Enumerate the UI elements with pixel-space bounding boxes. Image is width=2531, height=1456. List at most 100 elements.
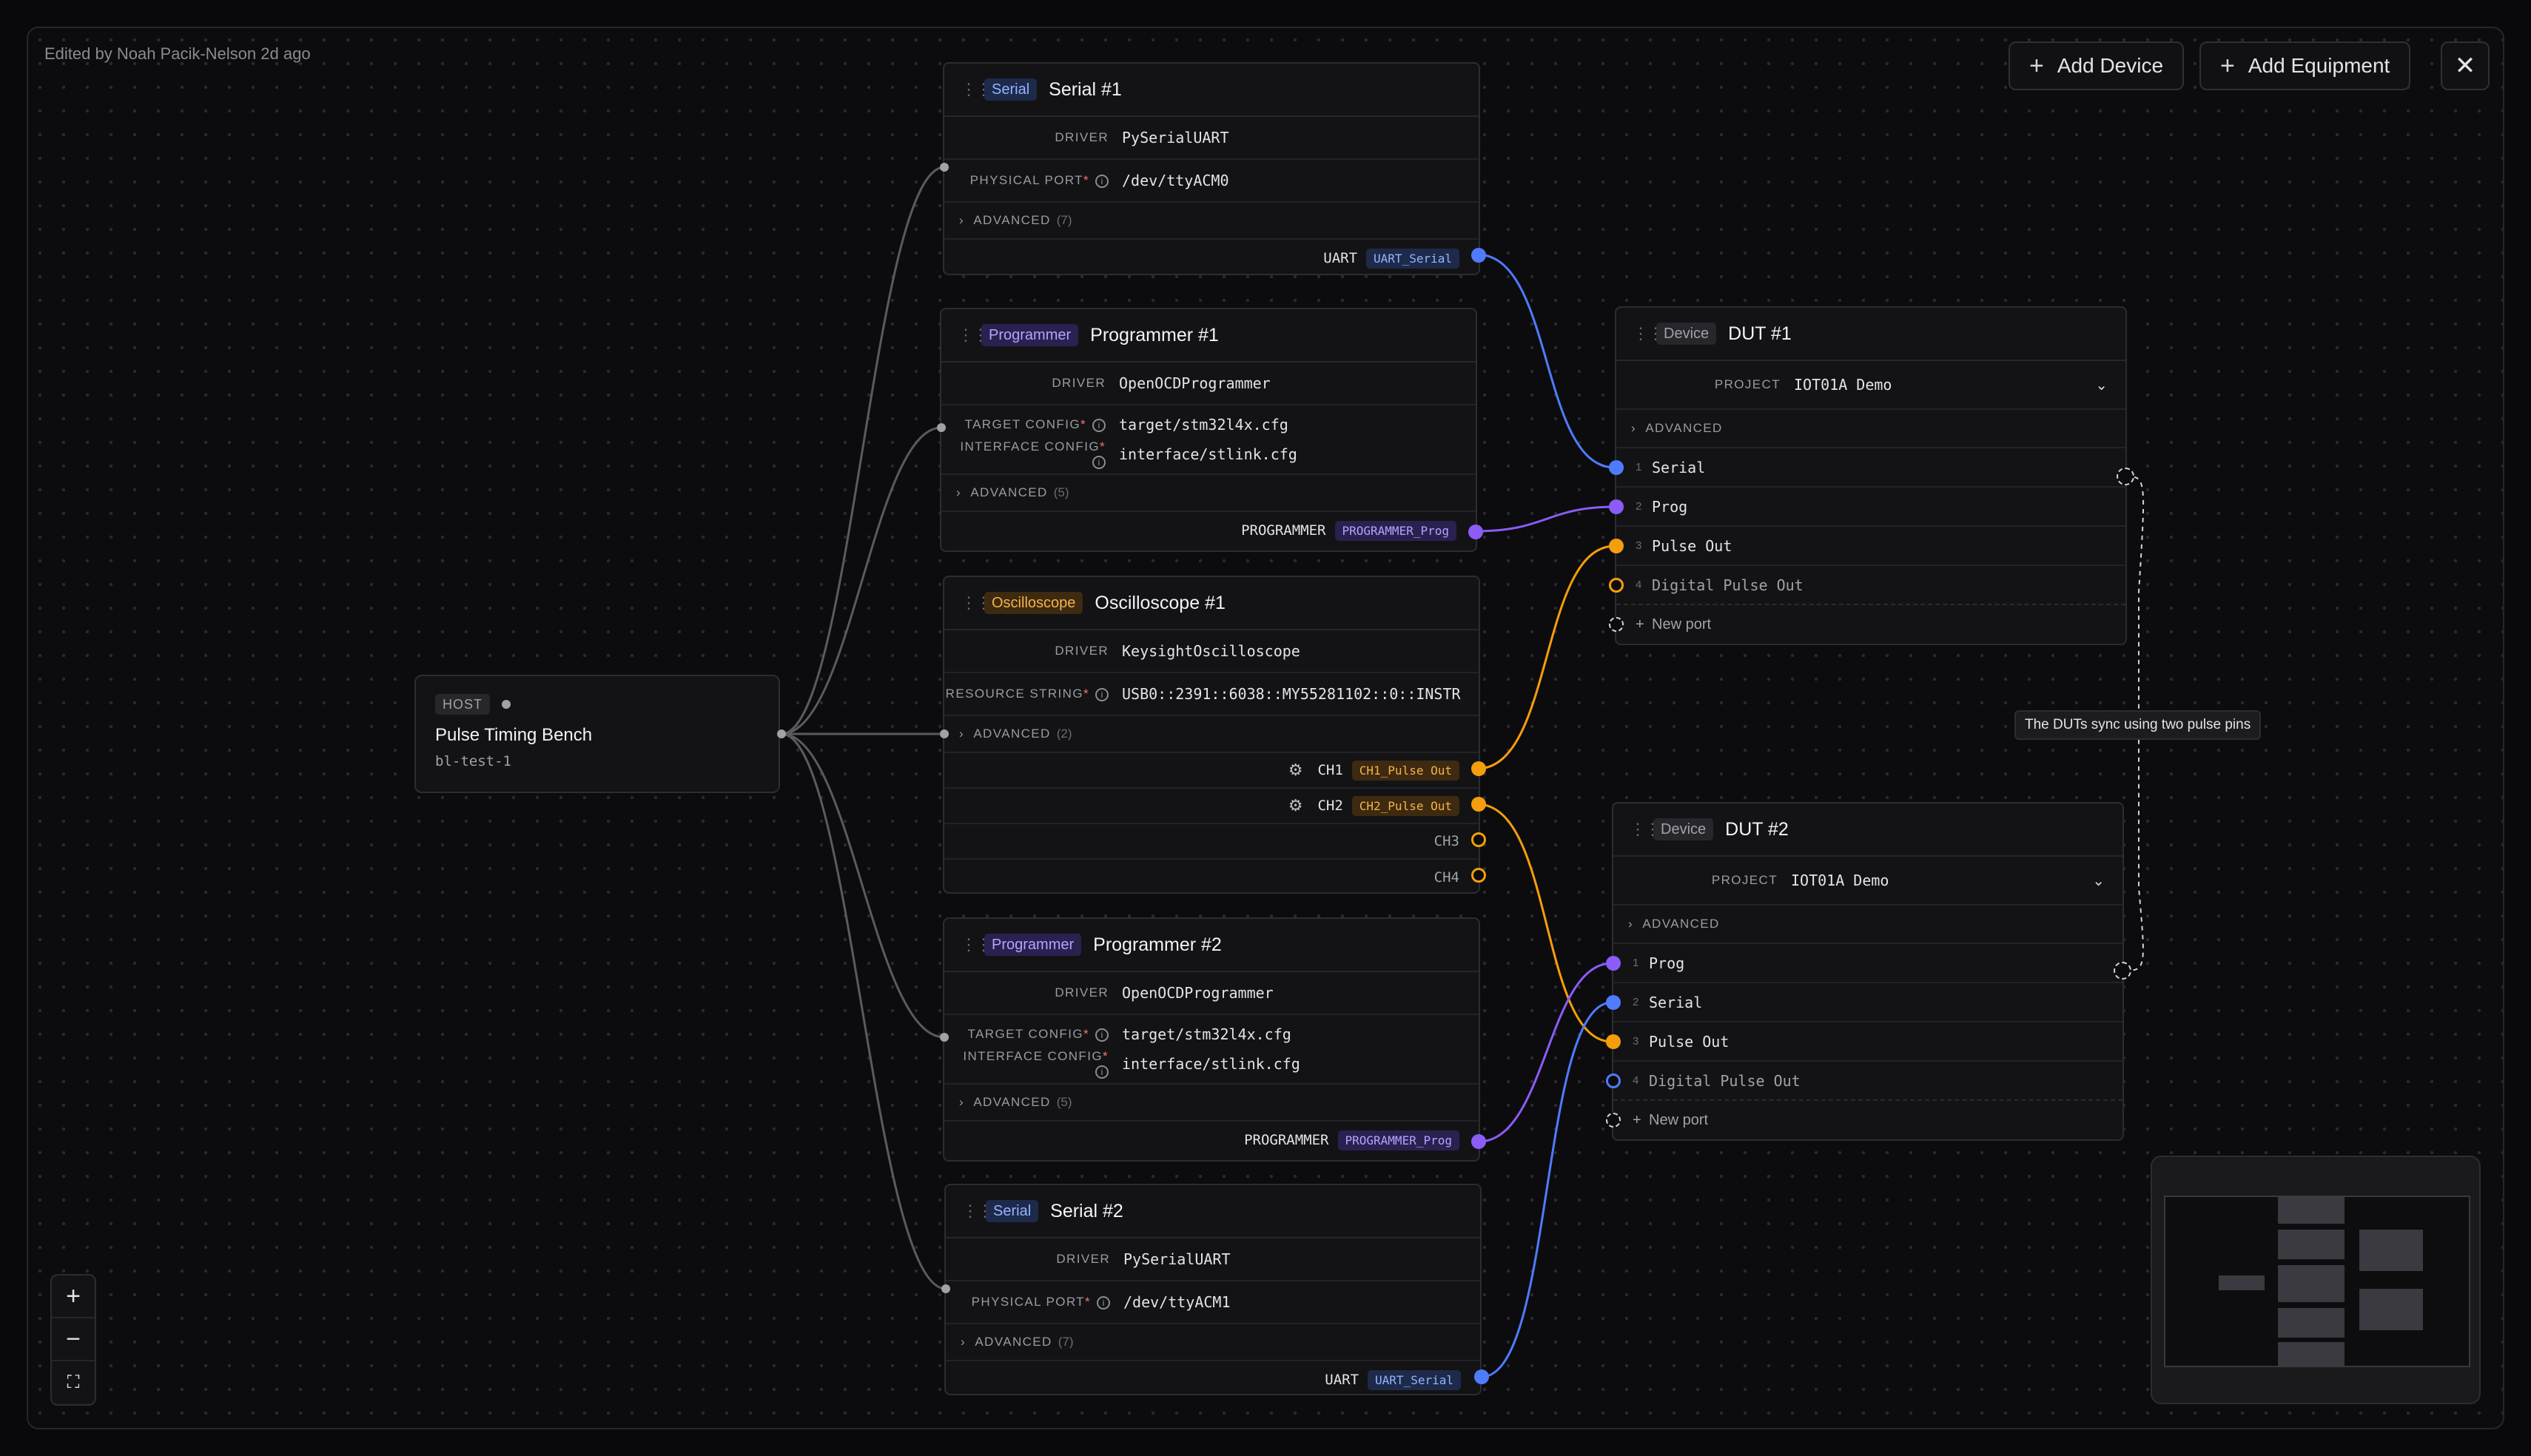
advanced-toggle[interactable]: › ADVANCED: [1613, 906, 2122, 944]
uart-output-tag: UART_Serial: [1366, 248, 1459, 269]
info-icon: i: [1097, 1295, 1110, 1310]
advanced-toggle[interactable]: › ADVANCED: [1616, 410, 2125, 448]
output-handle[interactable]: [1471, 1134, 1486, 1149]
advanced-toggle[interactable]: › ADVANCED(7): [944, 203, 1479, 240]
port-handle[interactable]: [1609, 539, 1624, 553]
interface-config-value[interactable]: interface/stlink.cfg: [1122, 1055, 1300, 1073]
minimap[interactable]: [2151, 1156, 2481, 1404]
programmer-output-tag: PROGRAMMER_Prog: [1334, 520, 1456, 541]
interface-config-label: INTERFACE CONFIG*i: [960, 439, 1106, 469]
output-handle[interactable]: [1471, 248, 1486, 263]
zoom-out-button[interactable]: −: [52, 1318, 95, 1361]
add-equipment-button[interactable]: + Add Equipment: [2199, 41, 2411, 90]
add-device-button[interactable]: + Add Device: [2009, 41, 2185, 90]
sync-handle[interactable]: [2114, 962, 2131, 980]
port-handle[interactable]: [1609, 460, 1624, 475]
chevron-down-icon[interactable]: ⌄: [2095, 377, 2108, 394]
input-handle[interactable]: [940, 163, 949, 172]
driver-label: DRIVER: [1055, 985, 1109, 1000]
target-config-value[interactable]: target/stm32l4x.cfg: [1119, 416, 1288, 434]
project-select[interactable]: IOT01A Demo: [1794, 376, 1892, 394]
port-handle[interactable]: [1606, 956, 1621, 971]
output-handle[interactable]: [1471, 868, 1486, 883]
advanced-toggle[interactable]: › ADVANCED(5): [944, 1085, 1479, 1122]
port-value[interactable]: /dev/ttyACM0: [1122, 172, 1229, 189]
drag-handle-icon[interactable]: ⋮⋮: [958, 326, 989, 344]
advanced-toggle[interactable]: › ADVANCED(7): [946, 1324, 1480, 1361]
drag-handle-icon[interactable]: ⋮⋮: [961, 935, 992, 954]
channel-label: CH2: [1317, 798, 1343, 814]
fit-view-button[interactable]: ⛶: [52, 1361, 95, 1404]
output-handle[interactable]: [1471, 797, 1486, 812]
new-port-handle[interactable]: [1606, 1113, 1621, 1128]
plus-icon: +: [2220, 52, 2235, 80]
interface-config-value[interactable]: interface/stlink.cfg: [1119, 445, 1297, 463]
output-handle[interactable]: [1474, 1369, 1489, 1384]
port-handle[interactable]: [1606, 995, 1621, 1010]
close-button[interactable]: ✕: [2441, 41, 2490, 90]
output-handle[interactable]: [1471, 761, 1486, 776]
advanced-toggle[interactable]: › ADVANCED(2): [944, 716, 1479, 753]
host-node[interactable]: HOST Pulse Timing Bench bl-test-1: [414, 675, 780, 793]
driver-value[interactable]: KeysightOscilloscope: [1122, 642, 1300, 660]
input-handle[interactable]: [940, 1033, 949, 1042]
advanced-toggle[interactable]: › ADVANCED(5): [941, 475, 1476, 512]
new-port-handle[interactable]: [1609, 617, 1624, 632]
minimap-viewport[interactable]: [2164, 1196, 2470, 1367]
drag-handle-icon[interactable]: ⋮⋮: [1630, 820, 1661, 838]
input-handle[interactable]: [941, 1284, 950, 1293]
drag-handle-icon[interactable]: ⋮⋮: [962, 1201, 993, 1220]
gear-icon[interactable]: ⚙: [1288, 796, 1303, 815]
input-handle[interactable]: [940, 729, 949, 738]
add-device-label: Add Device: [2057, 54, 2164, 77]
drag-handle-icon[interactable]: ⋮⋮: [961, 80, 992, 98]
new-port-button[interactable]: +New port: [1636, 616, 1712, 633]
output-handle[interactable]: [1468, 525, 1483, 539]
output-handle[interactable]: [1471, 832, 1486, 847]
driver-value[interactable]: PySerialUART: [1122, 129, 1229, 146]
channel-label: CH3: [1433, 833, 1459, 849]
driver-value[interactable]: PySerialUART: [1123, 1250, 1231, 1268]
host-handle[interactable]: [777, 729, 786, 738]
target-config-value[interactable]: target/stm32l4x.cfg: [1122, 1025, 1291, 1043]
sync-handle[interactable]: [2117, 468, 2134, 485]
port-handle[interactable]: [1609, 578, 1624, 593]
programmer-tag: Programmer: [981, 324, 1079, 346]
fit-view-icon: ⛶: [67, 1372, 80, 1392]
port-value[interactable]: /dev/ttyACM1: [1123, 1293, 1231, 1311]
port-handle[interactable]: [1606, 1034, 1621, 1049]
new-port-button[interactable]: +New port: [1633, 1112, 1709, 1128]
resource-string-value[interactable]: USB0::2391::6038::MY55281102::0::INSTR: [1122, 685, 1461, 703]
channel-tag: CH2_Pulse Out: [1351, 795, 1459, 816]
port-handle[interactable]: [1609, 499, 1624, 514]
drag-handle-icon[interactable]: ⋮⋮: [961, 593, 992, 612]
drag-handle-icon[interactable]: ⋮⋮: [1633, 324, 1664, 343]
resource-string-label: RESOURCE STRING*i: [944, 687, 1122, 701]
zoom-in-button[interactable]: +: [52, 1275, 95, 1318]
driver-value[interactable]: OpenOCDProgrammer: [1119, 374, 1271, 392]
input-handle[interactable]: [937, 423, 946, 432]
info-icon: i: [1095, 687, 1109, 701]
host-tag: HOST: [435, 694, 491, 715]
chevron-down-icon[interactable]: ⌄: [2092, 872, 2105, 889]
driver-value[interactable]: OpenOCDProgrammer: [1122, 984, 1274, 1002]
project-select[interactable]: IOT01A Demo: [1791, 872, 1889, 889]
channel-tag: CH1_Pulse Out: [1351, 760, 1459, 781]
gear-icon[interactable]: ⚙: [1288, 761, 1303, 779]
port-handle[interactable]: [1606, 1074, 1621, 1088]
